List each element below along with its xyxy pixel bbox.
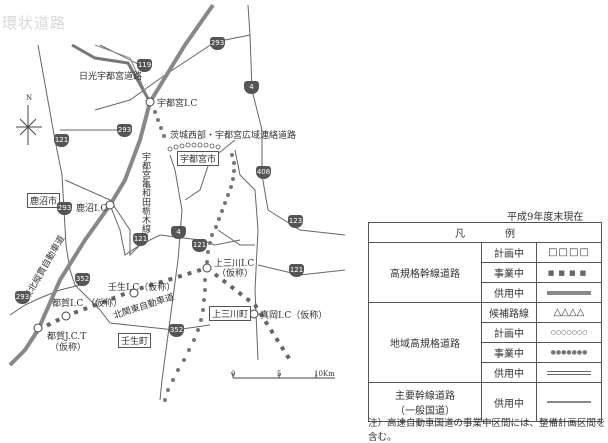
legend-symbol-filled-circles: ●●●●●●● [536, 342, 602, 363]
route-shield: 408 [256, 166, 271, 179]
label-nikko-utsunomiya-road: 日光宇都宮道路 [79, 72, 143, 82]
label-utsunomiya-line: 宇都宮亀和田栃木線 [140, 152, 150, 233]
legend-note: 注）高速自動車国道の事業中区間には、整備計画区間を含む。 [368, 418, 606, 443]
legend-status: 供用中 [481, 362, 537, 383]
legend-status: 事業中 [481, 342, 537, 363]
route-shield: 293 [117, 124, 132, 137]
label-kanuma-ic: 鹿沼I.C [76, 204, 108, 214]
scale-0: 0 [231, 370, 236, 378]
legend-group-name: 高規格幹線道路 [368, 242, 482, 303]
ring-road-planned [167, 142, 221, 152]
route-shield: 123 [288, 215, 303, 228]
route-shield: 293 [210, 37, 225, 50]
label-tsuga-jct-sub: （仮称） [50, 343, 87, 353]
route-shield: 121 [192, 239, 207, 252]
legend-symbol-gray-line [536, 382, 602, 422]
legend-status: 候補路線 [481, 302, 537, 323]
legend-symbol-filled-squares: ■■■■ [536, 262, 602, 283]
route-shield: 293 [15, 291, 30, 304]
legend-symbol-double-line [536, 362, 602, 383]
place-mibu: 壬生町 [118, 333, 152, 348]
label-utsunomiya-ic: 宇都宮I.C [157, 99, 198, 109]
legend-symbol-open-circles: ○○○○○○○ [536, 322, 602, 343]
legend-group-name-line2: （一般国道） [395, 406, 455, 417]
route-shield: 4 [244, 81, 259, 94]
label-mooka-ic: 真岡I.C（仮称） [260, 311, 328, 321]
route-shield: 293 [57, 202, 72, 215]
route-shield: 4 [171, 226, 186, 239]
route-shield: 119 [137, 59, 152, 72]
kita-kanto-expressway [37, 266, 208, 332]
legend-header-1: 凡 [455, 229, 465, 240]
ring-road-in-progress [153, 110, 236, 402]
legend-header-2: 例 [505, 229, 515, 240]
label-mibu-ic: 壬生I.C（仮称） [108, 283, 176, 293]
route-shield: 352 [169, 324, 184, 337]
as-of-date: 平成9年度末現在 [507, 212, 584, 223]
route-shield: 121 [289, 264, 304, 277]
label-tsuga-ic: 都賀I.C （仮称） [52, 299, 123, 309]
legend-group-name: 地域高規格道路 [368, 302, 482, 383]
nikko-utsunomiya-road [71, 43, 152, 103]
label-tsuga-jct: 都賀J.C.T [47, 332, 87, 342]
place-kaminokawa: 上三川町 [209, 306, 252, 321]
road-map [8, 3, 346, 402]
legend-status: 計画中 [481, 242, 537, 263]
compass-icon [16, 105, 42, 145]
route-shield: 121 [54, 134, 69, 147]
interchange-markers [33, 97, 259, 333]
place-utsunomiya: 宇都宮市 [177, 151, 220, 166]
legend-symbol-triangles: △△△△ [536, 302, 602, 323]
scale-10km: 10Km [314, 370, 335, 378]
legend-group-name-line1: 主要幹線道路 [395, 391, 455, 402]
scale-bar [232, 373, 335, 379]
legend-status: 供用中 [481, 382, 537, 422]
north-label: N [26, 94, 33, 102]
route-shield: 121 [133, 233, 148, 246]
legend-status: 計画中 [481, 322, 537, 343]
legend-symbol-thick-line [536, 282, 602, 303]
legend-group-name: 主要幹線道路 （一般国道） [368, 382, 482, 422]
faded-heading: 環状道路 [2, 14, 67, 32]
place-kanuma: 鹿沼市 [27, 193, 61, 208]
legend-status: 供用中 [481, 282, 537, 303]
legend-symbol-squares: □□□□ [536, 242, 602, 263]
scale-5: 5 [277, 370, 282, 378]
label-ring-road: 茨城西部・宇都宮広域連絡道路 [170, 131, 297, 141]
legend-status: 事業中 [481, 262, 537, 283]
legend-table: 凡 例 高規格幹線道路 計画中 □□□□ 事業中 ■■■■ 供用中 地域高規格道… [368, 222, 602, 422]
label-kaminokawa-ic: 上三川I.C [214, 259, 255, 269]
legend-header: 凡 例 [368, 222, 602, 243]
label-kaminokawa-ic-sub: （仮称） [217, 269, 254, 279]
route-shield: 352 [75, 273, 90, 286]
